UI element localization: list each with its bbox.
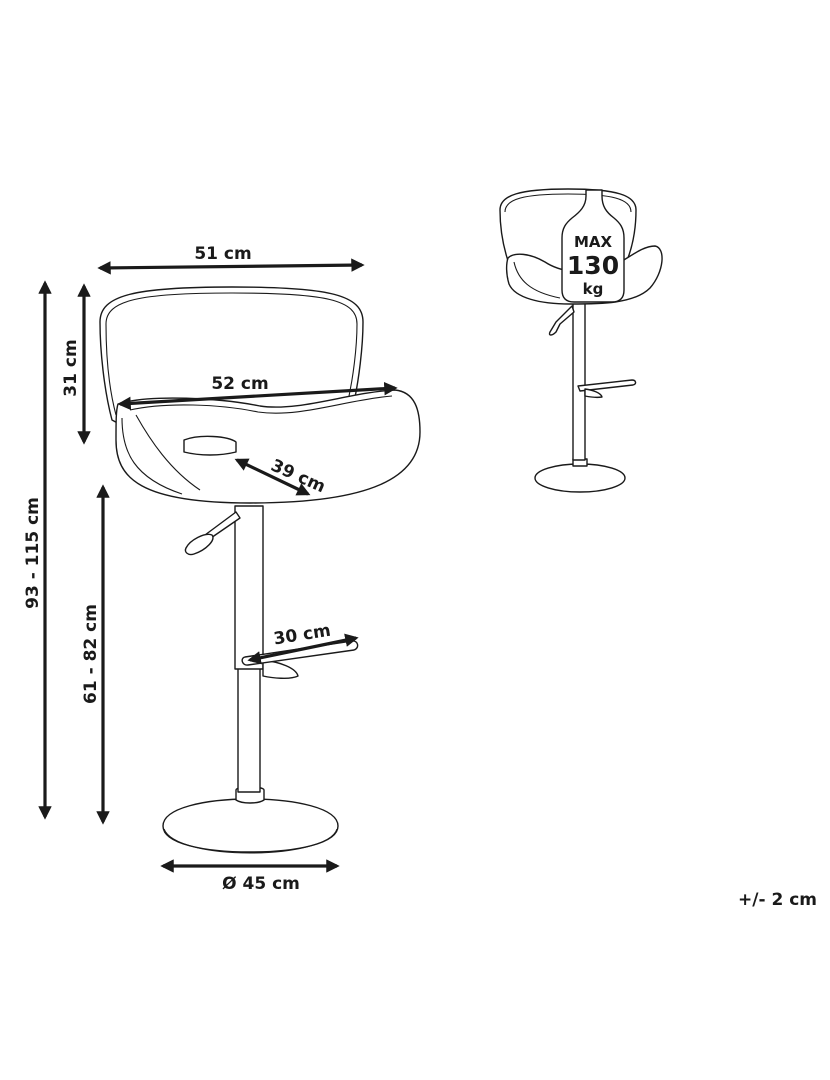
- dim-seat-depth-line: [234, 458, 311, 496]
- main-stool: [99, 286, 421, 854]
- label-seat-width: 51 cm: [194, 244, 251, 264]
- label-seat-outer-width: 52 cm: [211, 374, 268, 394]
- badge-max: MAX: [574, 233, 613, 251]
- stool-column: [234, 505, 264, 793]
- stool-lever: [184, 511, 241, 556]
- dim-seat-width-line: [97, 258, 365, 275]
- dim-footrest-width-line: [247, 633, 359, 665]
- label-backrest-height: 31 cm: [61, 339, 81, 396]
- dimension-lines: [38, 258, 398, 873]
- badge-unit: kg: [583, 280, 604, 298]
- stool-seat: [115, 389, 421, 504]
- dim-seat-outer-width-line: [117, 381, 398, 411]
- tolerance-note: +/- 2 cm: [738, 890, 817, 910]
- small-stool-column: [572, 299, 586, 461]
- label-seat-height: 61 - 82 cm: [81, 604, 101, 704]
- badge-value: 130: [567, 251, 619, 280]
- small-stool: MAX 130 kg: [499, 188, 663, 493]
- load-capacity-badge: MAX 130 kg: [561, 189, 625, 303]
- bottle-shape-icon: [561, 189, 625, 303]
- small-stool-base: [534, 463, 626, 493]
- stool-base: [162, 786, 339, 854]
- dimension-labels: 51 cm 31 cm 52 cm 39 cm 93 - 115 cm 61 -…: [23, 244, 332, 894]
- small-stool-footrest: [577, 379, 637, 392]
- label-base-diameter: Ø 45 cm: [222, 874, 300, 894]
- label-total-height: 93 - 115 cm: [23, 497, 43, 609]
- small-stool-lever: [548, 305, 575, 336]
